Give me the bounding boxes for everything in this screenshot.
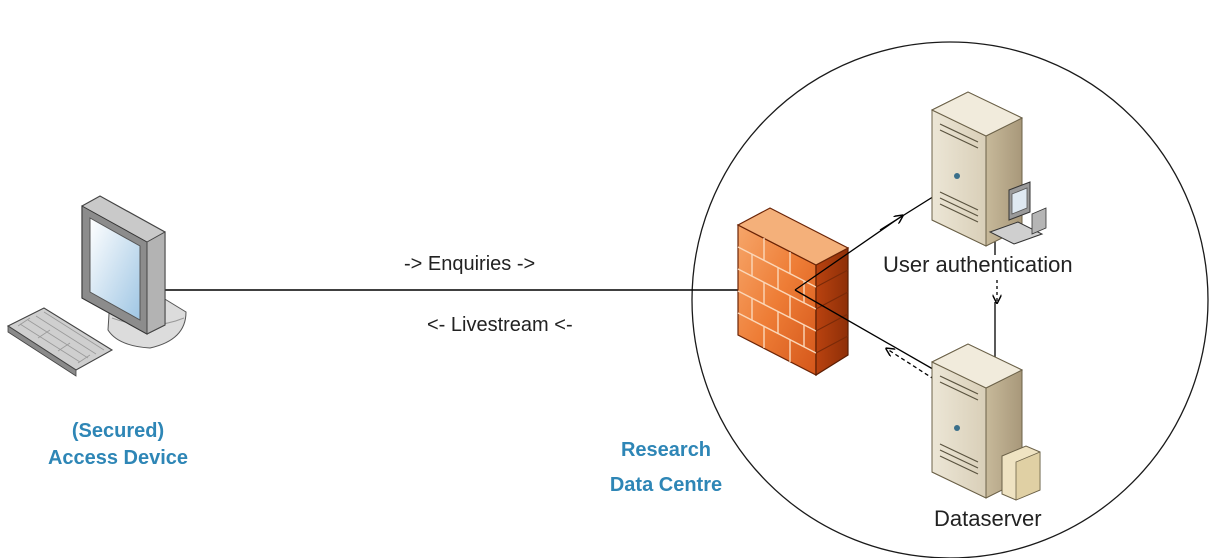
user-authentication-label: User authentication (883, 252, 1073, 277)
desktop-computer-icon (6, 195, 187, 377)
livestream-label: <- Livestream <- (427, 314, 573, 336)
access-device-label-line1: (Secured) (71, 420, 165, 442)
research-data-centre-label-line2: Data Centre (609, 474, 723, 496)
research-data-centre-boundary (691, 41, 1209, 558)
access-device-label-line2: Access Device (47, 447, 189, 469)
dataserver-tower-icon (930, 343, 1041, 501)
firewall-brick-wall-icon (736, 207, 850, 377)
enquiries-label: -> Enquiries -> (404, 253, 536, 275)
firewall-dataserver-line (794, 289, 939, 373)
auth-server-tower-icon (930, 91, 1024, 247)
small-computer-icon (988, 181, 1047, 245)
firewall-to-auth-arrow (794, 216, 902, 291)
research-data-centre-label-line1: Research (620, 439, 712, 461)
dataserver-to-firewall-arrow (887, 349, 941, 384)
dataserver-label: Dataserver (934, 506, 1042, 531)
